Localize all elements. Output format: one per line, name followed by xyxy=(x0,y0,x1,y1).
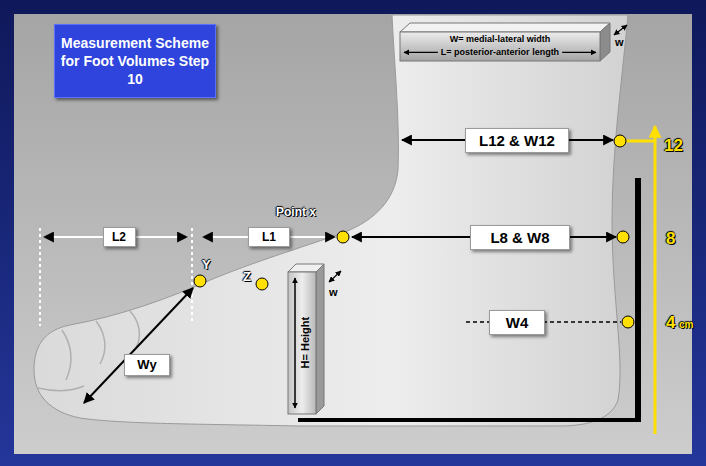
ruler-number: 8 xyxy=(666,229,675,249)
heel-post xyxy=(635,178,641,422)
length-arrow xyxy=(404,52,438,53)
base-board xyxy=(298,418,641,422)
dimension-label: L12 & W12 xyxy=(479,129,555,152)
width-length-box: W= medial-lateral width w L= posterior-ant… xyxy=(398,22,632,64)
unit-label: cm xyxy=(679,319,693,331)
dimension-label: w xyxy=(329,286,338,299)
point-label: Point x xyxy=(276,205,316,219)
ruler-number: 12 xyxy=(664,136,683,156)
landmark-dot xyxy=(337,231,349,243)
dimension-box: L8 & W8 xyxy=(470,225,570,250)
title-box: Measurement Scheme for Foot Volumes Step… xyxy=(54,24,216,98)
dimension-box: L2 xyxy=(103,227,136,247)
dimension-label: L= posterior-anterior length xyxy=(441,47,559,58)
box-side-face xyxy=(316,264,324,414)
dimension-label: L1 xyxy=(262,228,276,246)
dimension-label: w xyxy=(615,36,624,49)
dimension-box: W4 xyxy=(489,310,545,335)
dimension-label: L8 & W8 xyxy=(490,226,549,249)
box-side-face xyxy=(600,23,610,61)
title-text: Measurement Scheme for Foot Volumes Step… xyxy=(61,35,209,87)
box-top-face xyxy=(400,23,610,32)
dimension-label: H= Height xyxy=(299,317,312,369)
dimension-label: L2 xyxy=(112,228,126,246)
height-arrow xyxy=(294,278,296,408)
length-arrow xyxy=(562,52,596,53)
dimension-box: L12 & W12 xyxy=(465,128,569,153)
foot-silhouette xyxy=(34,15,628,426)
dimension-label: Wy xyxy=(137,355,156,375)
ruler-tick xyxy=(626,140,655,143)
box-front-face xyxy=(400,32,600,61)
dimension-label: W4 xyxy=(506,311,529,334)
landmark-dot xyxy=(194,275,206,287)
reference-line xyxy=(39,228,41,326)
landmark-dot xyxy=(256,278,268,290)
ruler-number: 4 xyxy=(666,313,675,333)
point-label: Z xyxy=(243,269,251,285)
height-ruler xyxy=(654,126,657,434)
landmark-dot xyxy=(622,316,634,328)
reference-line xyxy=(191,228,193,322)
landmark-dot xyxy=(614,135,626,147)
landmark-dot xyxy=(617,231,629,243)
point-label: Y xyxy=(202,257,211,273)
box-front-face xyxy=(288,272,316,414)
box-3d-outline xyxy=(284,262,346,416)
height-box: H= Height w xyxy=(284,262,346,416)
dimension-arrow xyxy=(84,288,193,403)
dimension-box: Wy xyxy=(124,354,170,376)
width-arrow xyxy=(614,25,627,35)
toe-lines xyxy=(38,311,139,391)
dimension-box: L1 xyxy=(248,227,290,247)
photo-ground xyxy=(14,14,692,454)
dimension-label: W= medial-lateral width xyxy=(450,34,550,45)
width-arrow xyxy=(329,271,341,282)
